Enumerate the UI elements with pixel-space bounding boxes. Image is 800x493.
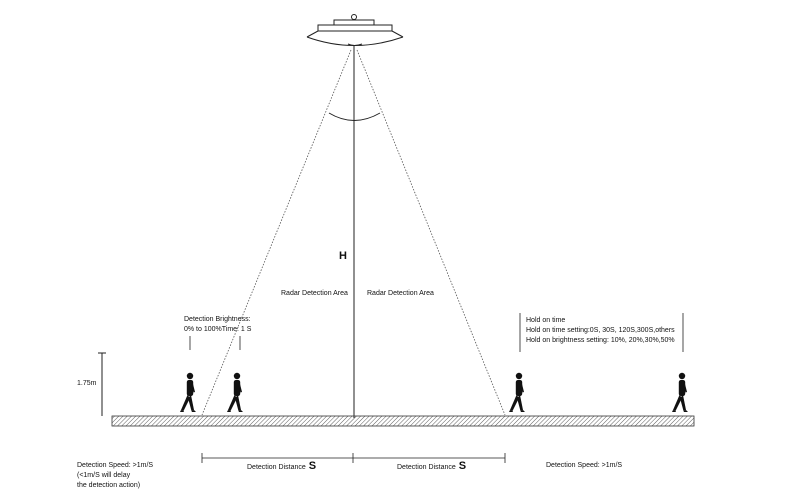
distance-left-text: Detection Distance (247, 464, 306, 471)
person-icon (227, 372, 243, 412)
radar-area-label-right: Radar Detection Area (367, 290, 434, 297)
detection-brightness-line1: Detection Brightness: (184, 316, 251, 323)
detection-brightness-label: Detection Brightness: 0% to 100%Time: 1 … (184, 315, 251, 335)
detection-cone-right (356, 49, 506, 416)
person-height-marker (98, 352, 106, 416)
speed-left-line1: Detection Speed: >1m/S (77, 462, 154, 469)
hold-on-line3: Hold on brightness setting: 10%, 20%,30%… (526, 337, 675, 344)
hold-on-label: Hold on time Hold on time setting:0S, 30… (526, 316, 675, 346)
height-marker: H (339, 250, 347, 262)
radar-area-label-left: Radar Detection Area (281, 290, 348, 297)
speed-left-line2: (<1m/S will delay (77, 472, 131, 479)
detection-angle-arc (328, 112, 381, 121)
distance-label-left: Detection Distance S (247, 460, 316, 472)
distance-dimension (201, 453, 506, 463)
distance-label-right: Detection Distance S (397, 460, 466, 472)
floor (111, 415, 695, 427)
person-height-label: 1.75m (77, 380, 97, 387)
distance-right-symbol: S (458, 460, 467, 472)
speed-left-line3: the detection action) (77, 482, 141, 489)
distance-right-text: Detection Distance (397, 464, 456, 471)
person-icon (180, 372, 196, 412)
speed-right-label: Detection Speed: >1m/S (546, 462, 623, 469)
detection-cone-left (201, 49, 352, 416)
detection-brightness-line2: 0% to 100%Time: 1 S (184, 326, 252, 333)
hold-on-line2: Hold on time setting:0S, 30S, 120S,300S,… (526, 327, 675, 334)
hold-on-line1: Hold on time (526, 317, 566, 324)
speed-left-label: Detection Speed: >1m/S (<1m/S will delay… (77, 461, 153, 491)
person-icon (672, 372, 688, 412)
ceiling-lamp-icon (306, 14, 404, 46)
distance-left-symbol: S (308, 460, 317, 472)
person-icon (509, 372, 525, 412)
